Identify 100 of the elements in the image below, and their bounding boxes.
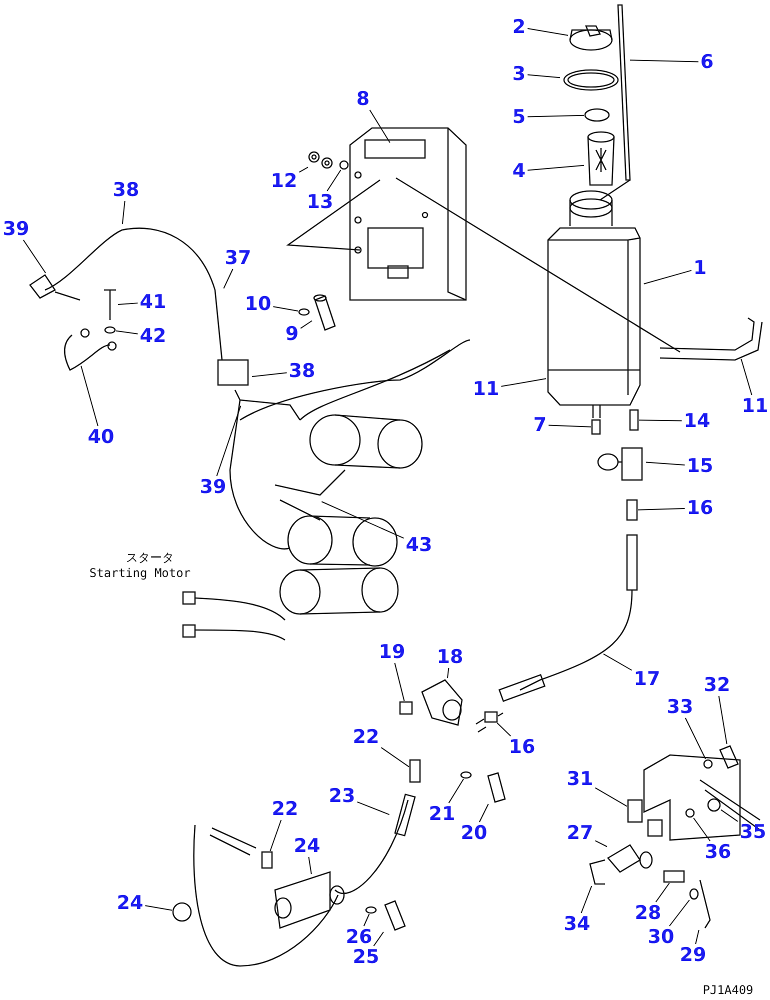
leader-line <box>373 932 384 946</box>
washer-icon <box>584 108 610 122</box>
callout-number: 7 <box>531 414 549 436</box>
bolt-icon <box>718 744 740 770</box>
fitting-icon <box>409 759 421 783</box>
leader-line <box>695 930 700 944</box>
callout-number: 6 <box>698 51 716 73</box>
callout-number: 35 <box>738 821 768 843</box>
leader-line <box>602 654 632 671</box>
washer-icon <box>689 888 699 900</box>
leader-line <box>478 804 489 822</box>
callout-number: 32 <box>702 674 732 696</box>
callout-number: 26 <box>344 926 374 948</box>
leader-line <box>594 840 608 848</box>
leader-line <box>446 668 450 679</box>
callout-number: 30 <box>646 926 676 948</box>
fitting-icon <box>663 870 685 883</box>
leader-line <box>380 747 410 768</box>
washer-icon <box>460 771 472 779</box>
callout-number: 22 <box>350 726 382 748</box>
leader-line <box>369 110 390 144</box>
leader-line <box>298 166 308 173</box>
callout-number: 43 <box>404 534 434 556</box>
callout-number: 19 <box>376 641 408 663</box>
leader-line <box>308 856 312 875</box>
washer-icon <box>298 308 310 316</box>
bolt-icon <box>312 293 337 332</box>
washer-icon <box>685 808 695 818</box>
callout-number: 39 <box>198 476 228 498</box>
leader-line <box>80 365 98 426</box>
leader-line <box>720 809 738 822</box>
callout-number: 16 <box>506 736 538 758</box>
leader-line <box>638 508 686 510</box>
leader-line <box>272 306 298 312</box>
leader-line <box>527 164 585 171</box>
callout-number: 37 <box>222 247 254 269</box>
leader-line <box>684 718 706 760</box>
fitting-icon <box>629 409 639 431</box>
callout-number: 1 <box>691 257 709 279</box>
leader-line <box>216 405 242 476</box>
plug-icon <box>399 701 413 715</box>
bolt-icon <box>102 288 118 322</box>
callout-number: 34 <box>562 913 592 935</box>
leader-line <box>122 200 126 225</box>
callout-number: 17 <box>632 668 662 690</box>
washer-icon <box>365 906 377 914</box>
leader-line <box>300 320 312 329</box>
clamp-icon <box>172 902 192 922</box>
leader-line <box>580 886 592 914</box>
callout-number: 15 <box>684 455 716 477</box>
leader-line <box>527 114 584 118</box>
callout-number: 40 <box>86 426 116 448</box>
nut-icon <box>308 151 333 169</box>
callout-number: 20 <box>458 822 490 844</box>
callout-number: 23 <box>326 785 358 807</box>
pipe-icon <box>698 878 712 930</box>
fitting-icon <box>591 419 601 435</box>
leader-line <box>740 358 752 396</box>
leader-line <box>594 787 628 807</box>
callout-number: 22 <box>270 798 300 820</box>
leader-line <box>500 378 547 387</box>
fitting-icon <box>484 711 498 723</box>
leader-line <box>448 778 464 804</box>
fitting-icon <box>626 499 638 521</box>
hose-icon <box>588 858 606 886</box>
callout-number: 29 <box>678 944 708 966</box>
drawing-number: PJ1A409 <box>702 983 754 997</box>
callout-number: 13 <box>304 191 336 213</box>
leader-line <box>22 240 46 274</box>
fitting-icon <box>261 851 273 869</box>
leader-line <box>394 662 405 702</box>
leader-line <box>718 696 728 744</box>
callout-number: 24 <box>114 892 146 914</box>
callout-number: 2 <box>510 16 528 38</box>
leader-line <box>496 722 512 736</box>
callout-number: 36 <box>702 841 734 863</box>
callout-number: 28 <box>632 902 664 924</box>
bolt-icon <box>486 771 507 804</box>
leader-line <box>223 268 234 289</box>
leader-line <box>356 801 390 816</box>
callout-number: 42 <box>138 325 168 347</box>
callout-number: 10 <box>242 293 274 315</box>
leader-line <box>646 462 686 466</box>
leader-line <box>527 74 561 78</box>
washer-icon <box>339 160 349 170</box>
leader-line <box>118 302 138 305</box>
fitting-icon <box>627 799 643 823</box>
callout-number: 4 <box>510 160 528 182</box>
callout-number: 33 <box>664 696 696 718</box>
leader-line <box>638 420 682 422</box>
callout-number: 38 <box>286 360 318 382</box>
callout-number: 27 <box>564 822 596 844</box>
leader-line <box>527 28 569 36</box>
leader-line <box>668 900 690 926</box>
leader-line <box>116 330 138 334</box>
callout-number: 3 <box>510 63 528 85</box>
part-label: Starting Motor <box>89 566 191 580</box>
nut-icon <box>707 798 721 812</box>
washer-icon <box>703 759 713 769</box>
callout-number: 21 <box>426 803 458 825</box>
